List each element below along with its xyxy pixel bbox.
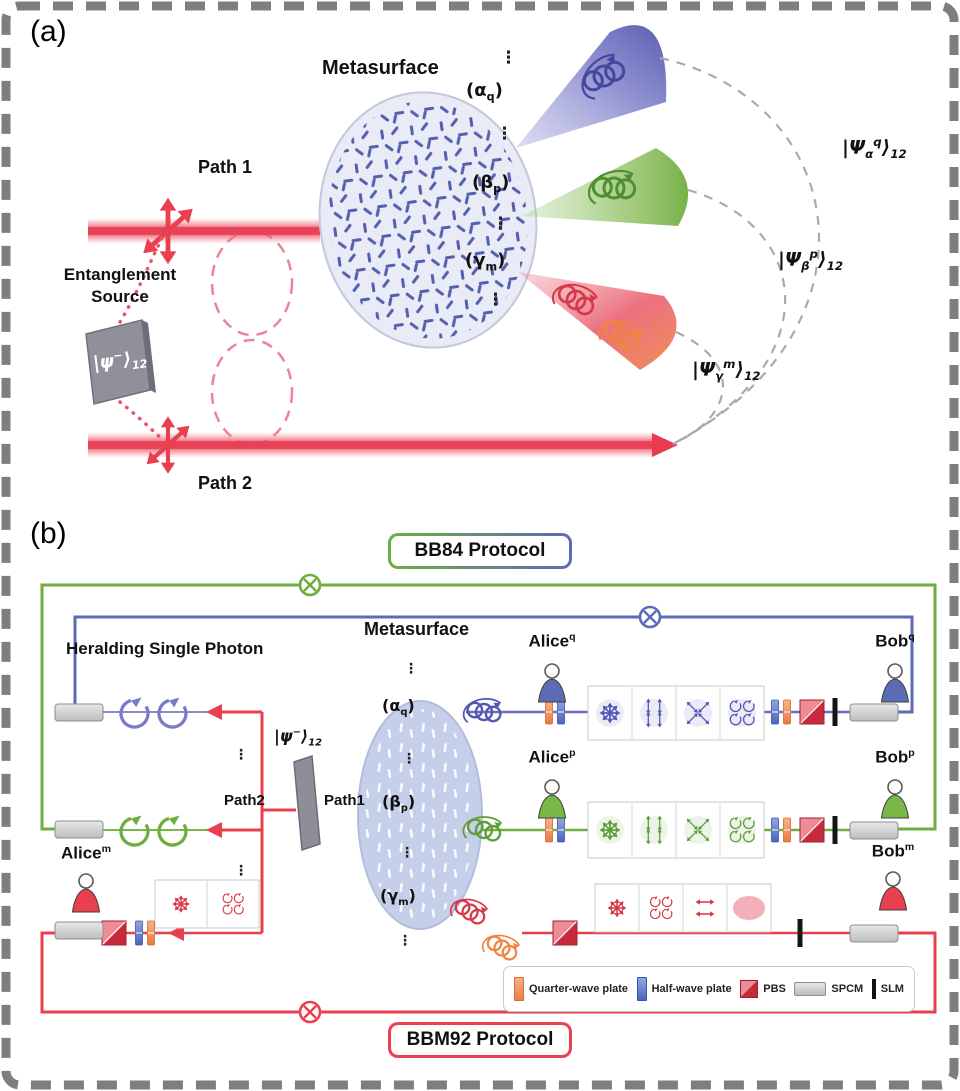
- metasurface-a: [318, 91, 538, 349]
- path2-beam: [88, 432, 678, 458]
- pbs-channel-m: [552, 920, 578, 946]
- basis-inset-m-right: [594, 883, 772, 933]
- person-alice-p: [537, 779, 567, 819]
- slm-bob-m: [797, 919, 803, 947]
- xor-green-icon: [298, 573, 322, 597]
- bb84-green-channel-loop: [40, 583, 937, 831]
- panel-a-graphics: [85, 25, 821, 474]
- slm-bob-q: [832, 698, 838, 726]
- source-connectors: [118, 236, 166, 443]
- state-projection-curves: [659, 56, 821, 445]
- spcm-heralding-p: [54, 820, 104, 839]
- path1-beam: [88, 218, 320, 244]
- pbs-bob-p: [799, 817, 825, 843]
- person-bob-m: [878, 871, 908, 911]
- oam-cone-gamma: [518, 272, 677, 370]
- vortex-m-orange-icon: [480, 931, 522, 962]
- person-alice-q: [537, 663, 567, 703]
- xor-blue-icon: [638, 605, 662, 629]
- entanglement-source-plate: [85, 319, 156, 405]
- panel-b-graphics: [40, 573, 937, 1024]
- basis-inset-q: [587, 685, 765, 741]
- pbs-bob-q: [799, 699, 825, 725]
- spcm-bob-m: [849, 924, 899, 943]
- person-bob-p: [880, 779, 910, 819]
- xor-red-icon: [298, 1000, 322, 1024]
- person-alice-m: [71, 873, 101, 913]
- entanglement-loop: [210, 229, 294, 446]
- slm-bob-p: [832, 816, 838, 844]
- path2-beam-arrowhead: [652, 433, 678, 457]
- pbs-alice-m: [101, 920, 127, 946]
- basis-inset-m-left: [154, 879, 260, 929]
- spcm-alice-m: [54, 921, 104, 940]
- spcm-heralding-q: [54, 703, 104, 722]
- bbm92-red-channel-loop: [40, 931, 937, 1014]
- person-bob-q: [880, 663, 910, 703]
- basis-inset-p: [587, 801, 765, 859]
- spcm-bob-q: [849, 703, 899, 722]
- source-plate-b: [293, 754, 321, 852]
- spcm-bob-p: [849, 821, 899, 840]
- metasurface-b: [357, 700, 483, 930]
- bb84-blue-channel-loop: [73, 615, 914, 714]
- oam-cone-alpha: [516, 25, 667, 149]
- heralding-distribution-arrows: [168, 704, 296, 941]
